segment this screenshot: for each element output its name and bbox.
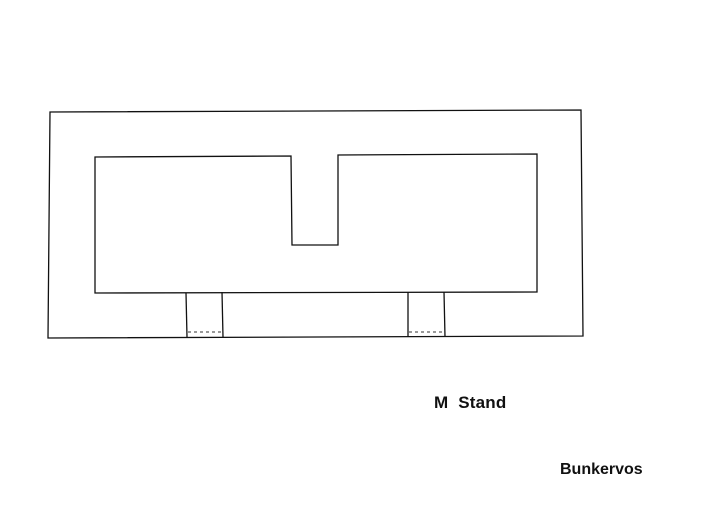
outer-wall-outline [47, 109, 584, 339]
drawing-author-label: Bunkervos [560, 461, 643, 478]
drawing-title: M Stand [434, 393, 507, 412]
inner-room-outline [94, 153, 538, 294]
left-opening-wall-left [185, 292, 188, 338]
right-opening-wall-right [443, 291, 446, 338]
left-opening-wall-right [221, 291, 224, 338]
